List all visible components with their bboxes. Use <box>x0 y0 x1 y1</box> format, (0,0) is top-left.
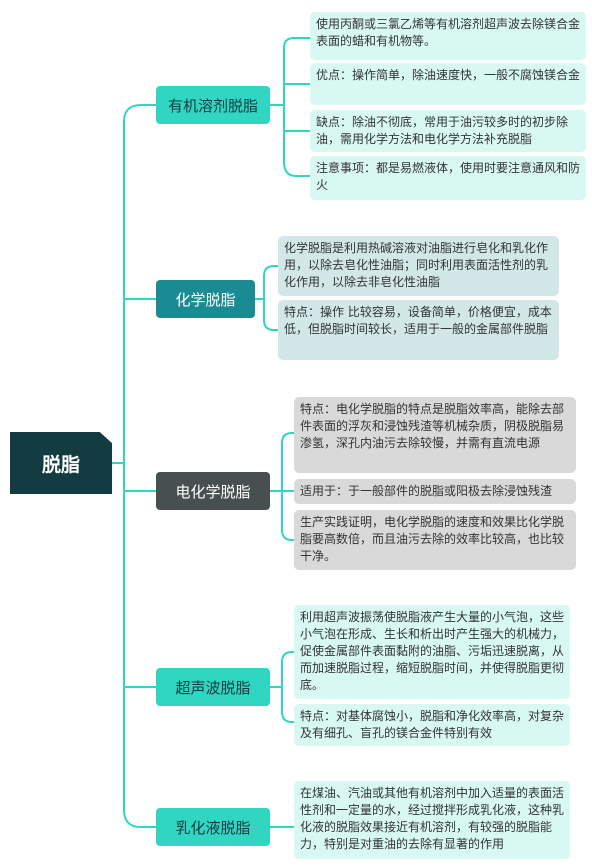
leaf-chemical-description[interactable]: 化学脱脂是利用热碱溶液对油脂进行皂化和乳化作用，以除去皂化性油脂；同时利用表面活… <box>278 236 559 296</box>
leaf-organic-notes[interactable]: 注意事项：都是易燃液体，使用时要注意通风和防火 <box>310 156 586 200</box>
branch-label: 乳化液脱脂 <box>175 818 251 837</box>
leaf-ultrasonic-description[interactable]: 利用超声波振荡使脱脂液产生大量的小气泡，这些小气泡在形成、生长和析出时产生强大的… <box>294 605 570 699</box>
leaf-organic-pros[interactable]: 优点：操作简单，除油速度快，一般不腐蚀镁合金 <box>310 63 586 105</box>
leaf-electrochemical-usage[interactable]: 适用于：于一般部件的脱脂或阳极去除浸蚀残渣 <box>294 479 576 504</box>
leaf-organic-cons[interactable]: 缺点：除油不彻底，常用于油污较多时的初步除油，需用化学方法和电化学方法补充脱脂 <box>310 110 586 152</box>
leaf-electrochemical-features[interactable]: 特点：电化学脱脂的特点是脱脂效率高，能除去部 件表面的浮灰和浸蚀残渣等机械杂质，… <box>294 397 576 473</box>
root-node[interactable]: 脱脂 <box>10 432 112 494</box>
leaf-chemical-features[interactable]: 特点：操作 比较容易，设备简单，价格便宜，成本低，但脱脂时间较长，适用于一般的金… <box>278 300 559 360</box>
branch-label: 电化学脱脂 <box>175 482 251 501</box>
branch-organic-solvent[interactable]: 有机溶剂脱脂 <box>156 86 270 124</box>
branch-label: 化学脱脂 <box>175 290 236 309</box>
leaf-organic-description[interactable]: 使用丙酮或三氯乙烯等有机溶剂超声波去除镁合金表面的蜡和有机物等。 <box>310 12 586 60</box>
branch-ultrasonic[interactable]: 超声波脱脂 <box>156 668 270 706</box>
branch-chemical[interactable]: 化学脱脂 <box>156 280 255 318</box>
leaf-ultrasonic-features[interactable]: 特点：对基体腐蚀小，脱脂和净化效率高，对复杂及有细孔、盲孔的镁合金件特别有效 <box>294 704 570 746</box>
branch-emulsion[interactable]: 乳化液脱脂 <box>156 808 270 846</box>
root-label: 脱脂 <box>41 453 80 476</box>
branch-electrochemical[interactable]: 电化学脱脂 <box>156 472 270 510</box>
leaf-electrochemical-practice[interactable]: 生产实践证明，电化学脱脂的速度和效果比化学脱脂要高数倍，而且油污去除的效率比较高… <box>294 510 576 570</box>
leaf-emulsion-description[interactable]: 在煤油、汽油或其他有机溶剂中加入适量的表面活性剂和一定量的水，经过搅拌形成乳化液… <box>294 781 570 859</box>
branch-label: 超声波脱脂 <box>175 678 251 697</box>
branch-label: 有机溶剂脱脂 <box>167 96 258 115</box>
